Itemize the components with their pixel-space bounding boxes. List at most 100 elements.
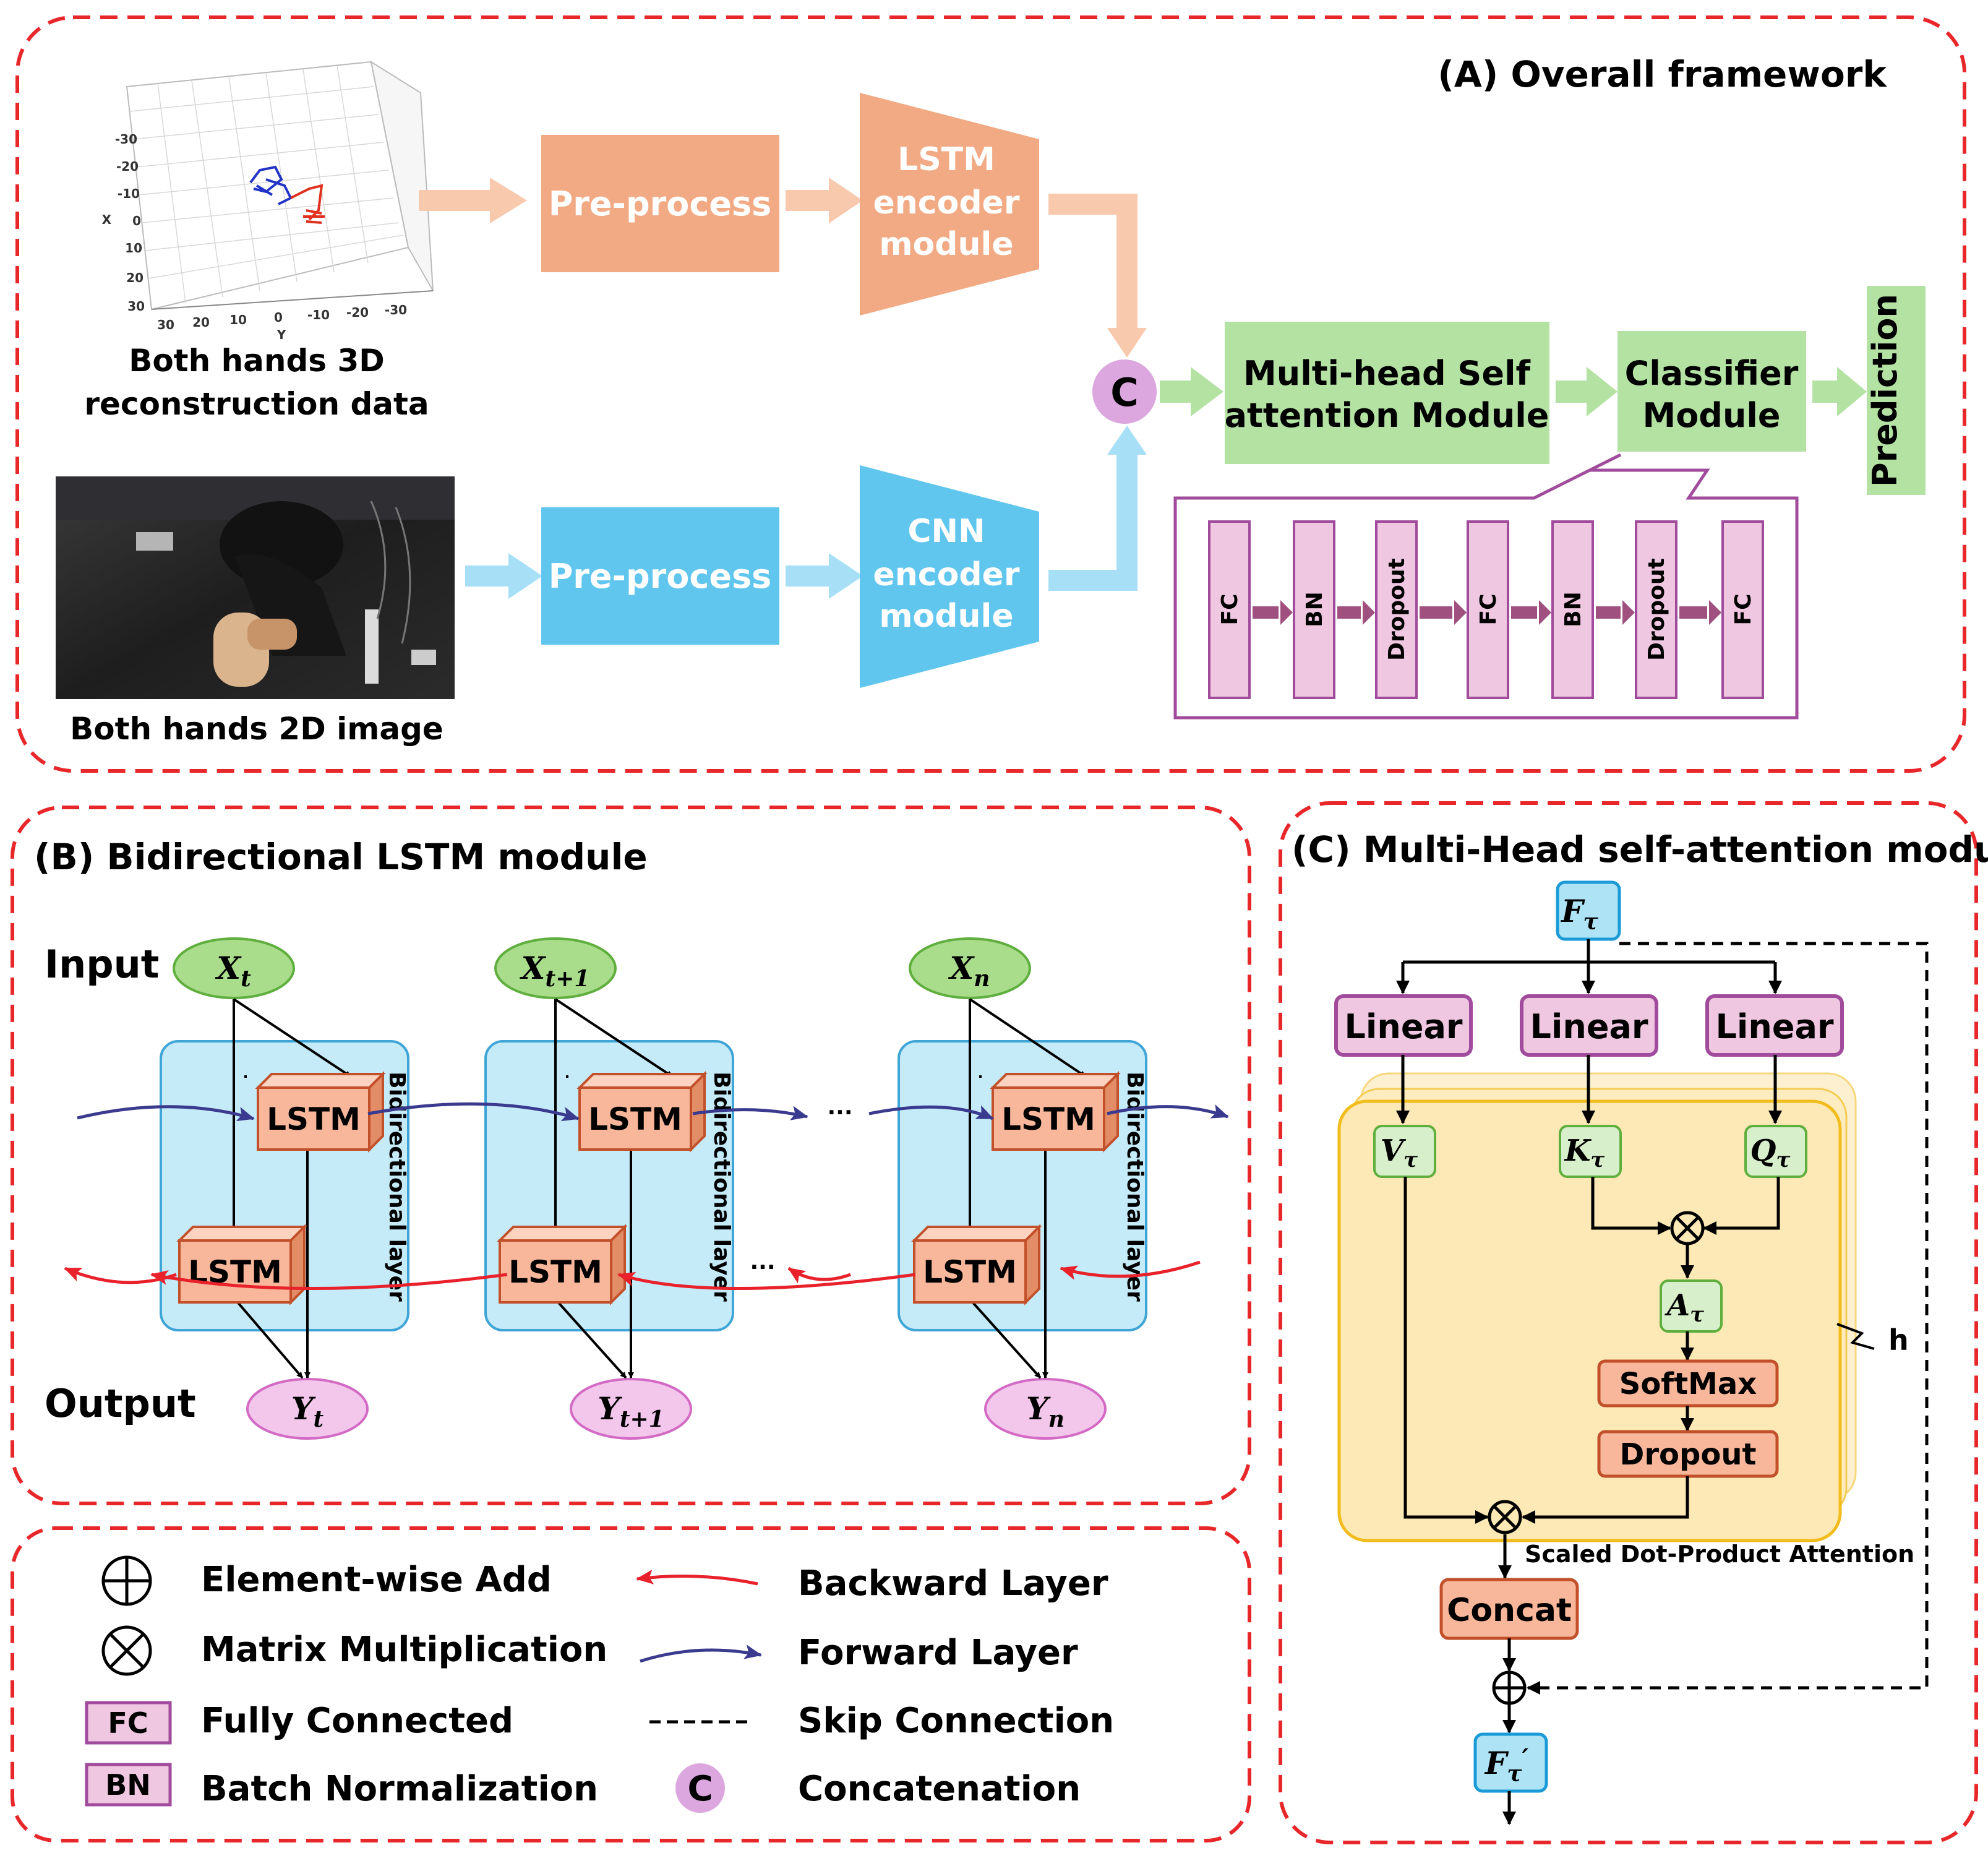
input-node-label: Xt+1 <box>520 950 590 992</box>
lstm-label: LSTM <box>508 1254 602 1290</box>
cnn-encoder-line3: module <box>879 598 1013 635</box>
classifier-layer-arrow <box>1420 600 1467 625</box>
legend-concat-label: Concatenation <box>798 1769 1081 1809</box>
a-tau: Aτ <box>1665 1288 1704 1327</box>
input-node-label: Xn <box>948 950 990 992</box>
top-stream-arrow-1 <box>419 178 527 223</box>
cnn-encoder-box <box>860 465 1039 688</box>
cnn-encoder-line2: encoder <box>873 556 1020 593</box>
classifier-layer-box <box>1375 520 1418 699</box>
lstm-unit: LSTM <box>990 1071 1121 1153</box>
bilstm-connections <box>967 998 1087 1379</box>
k-tau-box <box>1559 1125 1622 1178</box>
split-lines <box>1396 939 1782 994</box>
panel-c-title: (C) Multi-Head self-attention module <box>1292 828 1988 871</box>
output-label: Output <box>45 1381 196 1426</box>
skip-connection <box>1527 942 1929 1695</box>
classifier-layer-arrow <box>1337 600 1375 625</box>
element-add-symbol <box>1492 1670 1527 1705</box>
legend-forward-label: Forward Layer <box>798 1633 1078 1673</box>
classifier-layer-label: FC <box>1217 593 1243 625</box>
photo-2d-thumbnail <box>56 476 455 699</box>
panel-b-frame <box>11 806 1251 1505</box>
softmax-label: SoftMax <box>1619 1367 1757 1401</box>
output-node-label: Yt <box>291 1390 324 1432</box>
linear-q-label: Linear <box>1715 1007 1833 1046</box>
backward-chain <box>64 1260 1201 1290</box>
legend-backward-label: Backward Layer <box>798 1563 1108 1604</box>
caption-3d-line2: reconstruction data <box>84 386 429 422</box>
legend-bn-box-label: BN <box>105 1768 151 1802</box>
classifier-layer-label: Dropout <box>1384 558 1410 661</box>
output-node <box>984 1378 1107 1440</box>
lstm-encoder-line1: LSTM <box>898 141 995 178</box>
legend-backward-arrow <box>636 1569 758 1586</box>
legend-forward-arrow <box>640 1644 762 1663</box>
lstm-unit: LSTM <box>911 1224 1042 1305</box>
concat-circle <box>1092 359 1157 424</box>
output-node-label: Yn <box>1026 1390 1065 1432</box>
classifier-line1: Classifier <box>1625 354 1799 393</box>
linear-v-label: Linear <box>1344 1007 1462 1046</box>
input-node <box>173 937 295 999</box>
cnn-encoder-line1: CNN <box>907 513 985 550</box>
classifier-to-prediction-arrow <box>1812 367 1867 416</box>
plot-tick: -30 <box>115 132 137 147</box>
plot-tick: X <box>102 212 112 227</box>
q-tau: Qτ <box>1750 1133 1791 1172</box>
plot-tick: 20 <box>126 270 144 285</box>
legend-bn-box <box>85 1763 172 1807</box>
forward-ellipsis: ··· <box>827 1100 852 1125</box>
legend-concat-symbol: C <box>687 1769 713 1809</box>
classifier-layer-box <box>1208 520 1251 699</box>
f-tau-output: Fτ′ <box>1484 1743 1529 1787</box>
attention-to-classifier-arrow <box>1556 367 1617 416</box>
lstm-encoder-line2: encoder <box>873 184 1020 221</box>
classifier-layer-box <box>1293 520 1335 699</box>
legend-fc-label: Fully Connected <box>201 1701 513 1741</box>
lstm-label: LSTM <box>267 1101 361 1137</box>
legend-matmul-icon <box>101 1625 152 1676</box>
plot-axis-label: Y <box>276 327 286 342</box>
kq-to-matmul <box>1591 1177 1780 1279</box>
legend-frame <box>11 1526 1251 1842</box>
input-label: Input <box>45 942 159 987</box>
panel-c-frame <box>1279 801 1978 1844</box>
a-tau-box <box>1660 1279 1723 1333</box>
linear-k-label: Linear <box>1530 1007 1648 1046</box>
plot-tick: 0 <box>274 310 283 325</box>
plot-tick: -20 <box>346 305 369 320</box>
classifier-layer-label: BN <box>1561 591 1586 627</box>
classifier-layer-label: FC <box>1731 593 1756 625</box>
matmul-symbol-kq <box>1670 1211 1705 1245</box>
plot-tick: 10 <box>229 312 247 327</box>
forward-chain <box>77 1102 1229 1122</box>
classifier-layer-arrow <box>1596 600 1635 625</box>
preprocess-bottom-box <box>541 507 779 645</box>
prediction-box <box>1867 286 1926 495</box>
classifier-layer-label: Dropout <box>1644 558 1669 661</box>
legend-add-icon <box>101 1555 152 1606</box>
k-tau: Kτ <box>1564 1133 1605 1172</box>
preprocess-bottom-label: Pre-process <box>549 557 772 596</box>
output-node <box>246 1378 369 1440</box>
bilstm-connections <box>231 998 352 1379</box>
concat-circle-label: C <box>1110 370 1139 415</box>
bidirectional-layer-label: Bidirectional layer <box>384 1072 409 1302</box>
f-tau-input: Fτ <box>1560 893 1599 935</box>
concat-label: Concat <box>1447 1592 1572 1629</box>
v-tau: Vτ <box>1381 1133 1418 1172</box>
preprocess-top-label: Pre-process <box>549 184 772 223</box>
lstm-encoder-box <box>860 93 1039 316</box>
lstm-label: LSTM <box>1001 1101 1095 1137</box>
lstm-unit: LSTM <box>576 1071 708 1153</box>
input-node <box>909 937 1031 999</box>
sdpa-label: Scaled Dot-Product Attention <box>1525 1541 1914 1568</box>
plot-tick: 30 <box>127 299 145 314</box>
h-label: h <box>1888 1323 1909 1357</box>
plot-tick: 0 <box>132 213 141 228</box>
panel-a-title: (A) Overall framework <box>1437 53 1887 95</box>
dropout-label: Dropout <box>1620 1437 1757 1472</box>
